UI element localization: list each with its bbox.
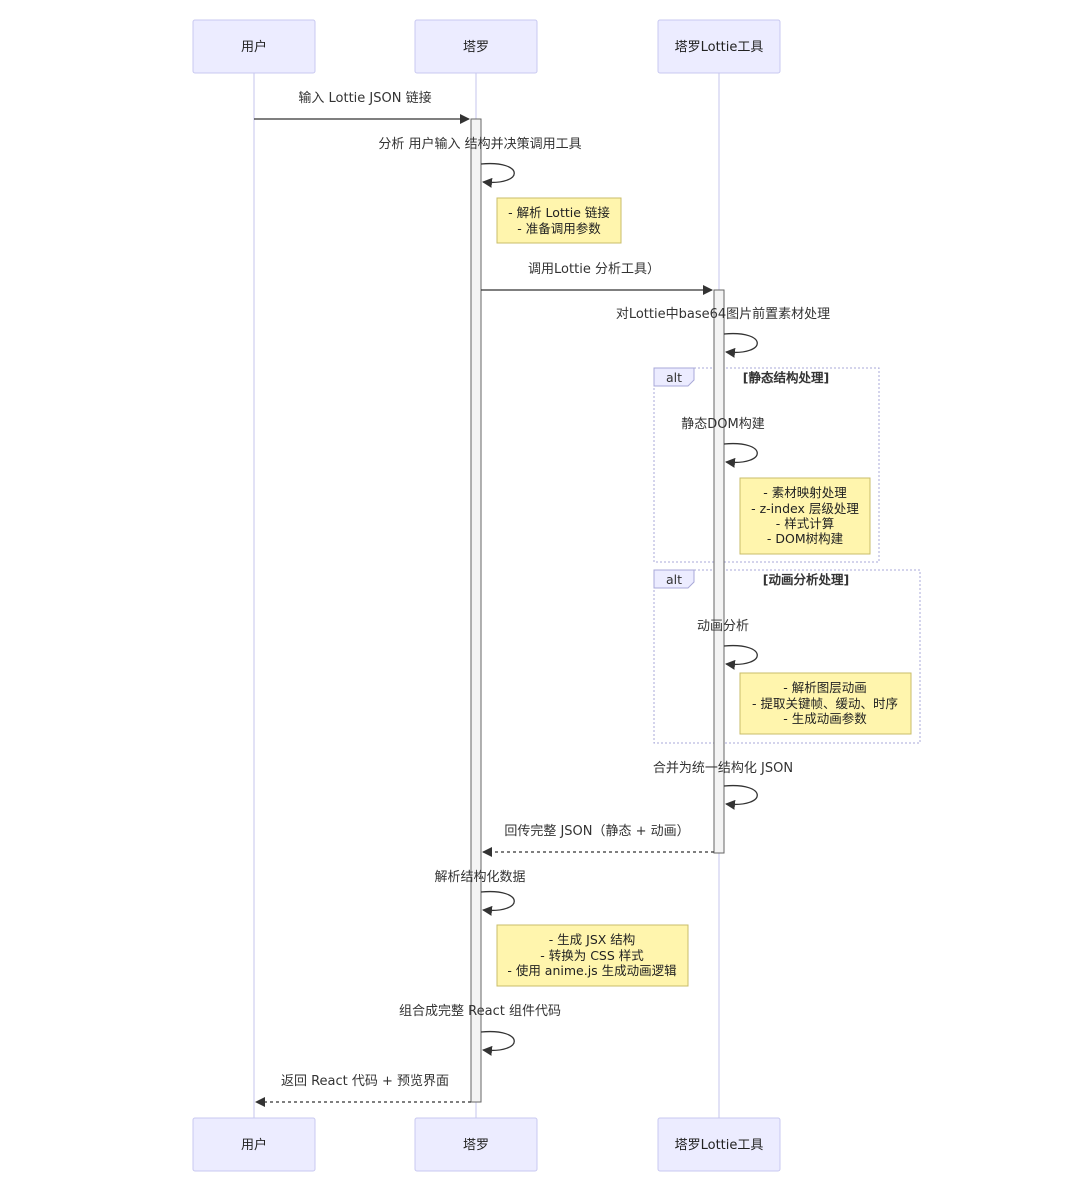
note-line: - 素材映射处理 — [763, 485, 847, 500]
activation-tool — [713, 289, 725, 854]
message-label: 静态DOM构建 — [681, 417, 764, 432]
activation-talo — [470, 118, 482, 1103]
note-line: - z-index 层级处理 — [751, 501, 859, 516]
note-line: - 使用 anime.js 生成动画逻辑 — [507, 963, 676, 978]
actor-user-top: 用户 — [192, 19, 316, 74]
alt-frame-static: alt [静态结构处理] — [653, 367, 880, 563]
message-label: 组合成完整 React 组件代码 — [399, 1004, 561, 1019]
note-parse-lottie: - 解析 Lottie 链接 - 准备调用参数 — [496, 197, 622, 244]
message-static-dom: 静态DOM构建 — [681, 417, 765, 468]
message-label: 分析 用户输入 结构并决策调用工具 — [378, 136, 581, 152]
message-return-react: 返回 React 代码 + 预览界面 — [255, 1073, 471, 1107]
alt-condition: [动画分析处理] — [763, 572, 849, 587]
note-line: - 生成 JSX 结构 — [549, 932, 636, 947]
message-merge-json: 合并为统一结构化 JSON — [653, 761, 793, 810]
message-analyze-input: 分析 用户输入 结构并决策调用工具 — [378, 136, 582, 188]
actor-tool-top: 塔罗Lottie工具 — [657, 19, 781, 74]
alt-condition: [静态结构处理] — [743, 370, 829, 385]
message-label: 合并为统一结构化 JSON — [653, 761, 793, 776]
actor-label: 塔罗 — [463, 1138, 489, 1153]
message-label: 动画分析 — [697, 619, 749, 634]
message-label: 解析结构化数据 — [434, 870, 525, 885]
note-static-steps: - 素材映射处理 - z-index 层级处理 - 样式计算 - DOM树构建 — [739, 477, 871, 555]
actor-tool-bottom: 塔罗Lottie工具 — [657, 1117, 781, 1172]
actor-label: 塔罗Lottie工具 — [675, 1138, 764, 1153]
alt-label: alt — [666, 370, 682, 385]
message-call-tool: 调用Lottie 分析工具） — [481, 262, 713, 295]
message-label: 返回 React 代码 + 预览界面 — [281, 1073, 449, 1089]
actor-label: 塔罗 — [463, 40, 489, 55]
message-animation-analysis: 动画分析 — [697, 619, 758, 670]
alt-frame-animation: alt [动画分析处理] — [653, 569, 921, 744]
actor-label: 用户 — [241, 1137, 267, 1153]
message-compose-react: 组合成完整 React 组件代码 — [399, 1004, 561, 1056]
note-codegen-steps: - 生成 JSX 结构 - 转换为 CSS 样式 - 使用 anime.js 生… — [496, 924, 689, 987]
message-return-json: 回传完整 JSON（静态 + 动画） — [482, 824, 714, 857]
message-label: 回传完整 JSON（静态 + 动画） — [504, 824, 689, 839]
actor-talo-top: 塔罗 — [414, 19, 538, 74]
actor-user-bottom: 用户 — [192, 1117, 316, 1172]
message-label: 调用Lottie 分析工具） — [528, 262, 660, 277]
message-base64-preprocess: 对Lottie中base64图片前置素材处理 — [616, 306, 830, 358]
note-animation-steps: - 解析图层动画 - 提取关键帧、缓动、时序 - 生成动画参数 — [739, 672, 912, 735]
note-line: - 转换为 CSS 样式 — [540, 948, 644, 963]
note-line: - DOM树构建 — [767, 531, 844, 546]
message-input-lottie: 输入 Lottie JSON 链接 — [254, 90, 470, 124]
note-line: - 准备调用参数 — [517, 221, 601, 236]
note-line: - 解析图层动画 — [783, 680, 866, 695]
note-line: - 生成动画参数 — [783, 711, 867, 726]
note-line: - 提取关键帧、缓动、时序 — [752, 696, 898, 711]
message-parse-data: 解析结构化数据 — [434, 870, 526, 916]
alt-label: alt — [666, 572, 682, 587]
note-line: - 解析 Lottie 链接 — [508, 205, 610, 220]
actor-talo-bottom: 塔罗 — [414, 1117, 538, 1172]
message-label: 输入 Lottie JSON 链接 — [298, 90, 431, 106]
message-label: 对Lottie中base64图片前置素材处理 — [616, 306, 830, 322]
actor-label: 塔罗Lottie工具 — [675, 40, 764, 55]
note-line: - 样式计算 — [776, 516, 834, 531]
actor-label: 用户 — [241, 39, 267, 55]
